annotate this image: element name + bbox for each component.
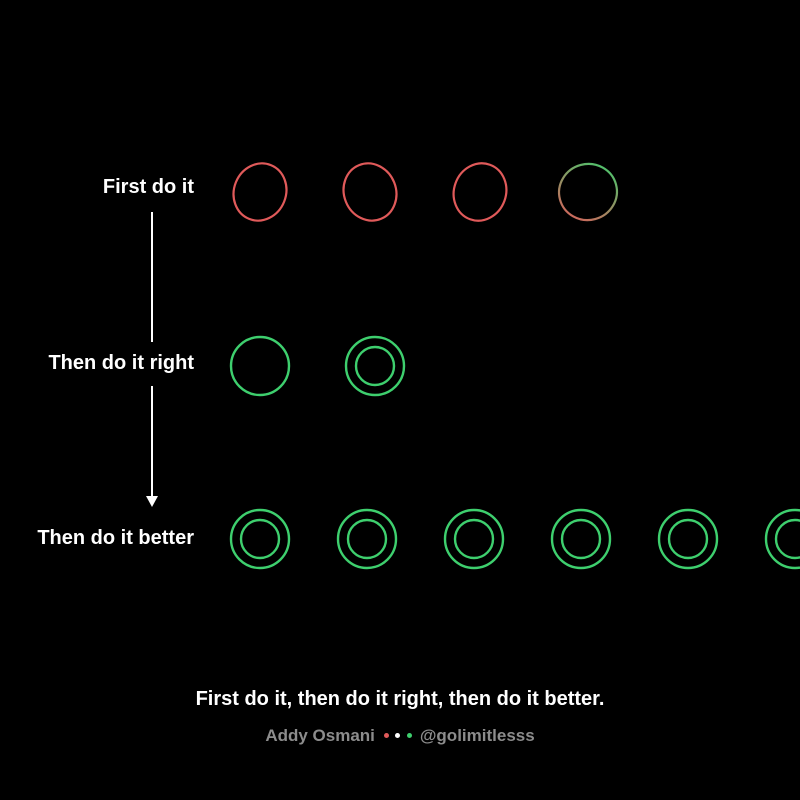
double-circle: [344, 335, 406, 397]
quote-text: First do it, then do it right, then do i…: [195, 688, 605, 710]
double-circle: [657, 508, 719, 570]
row-label-then-do-it-right: Then do it right: [48, 352, 194, 374]
double-circle: [336, 508, 398, 570]
row-better-shapes: [229, 508, 800, 570]
double-circle: [229, 508, 291, 570]
row-label-then-do-it-better: Then do it better: [37, 527, 194, 549]
rough-circle: [342, 162, 398, 222]
double-circle-partial: [764, 508, 800, 570]
double-circle: [550, 508, 612, 570]
red-dot-icon: [383, 733, 389, 739]
rough-circle: [232, 162, 288, 222]
green-dot-icon: [407, 733, 413, 739]
author-name: Addy Osmani: [265, 726, 375, 745]
single-circle: [229, 335, 291, 397]
double-circle: [443, 508, 505, 570]
row-first-shapes: [232, 162, 619, 222]
row-label-first-do-it: First do it: [102, 176, 194, 198]
white-dot-icon: [395, 733, 401, 739]
rough-circle: [452, 162, 508, 222]
row-right-shapes: [229, 335, 406, 397]
flow-arrowhead: [146, 496, 158, 507]
credit-line: Addy Osmani @golimitlesss: [0, 726, 800, 746]
author-handle: @golimitlesss: [419, 726, 535, 745]
transition-circle: [557, 162, 619, 222]
